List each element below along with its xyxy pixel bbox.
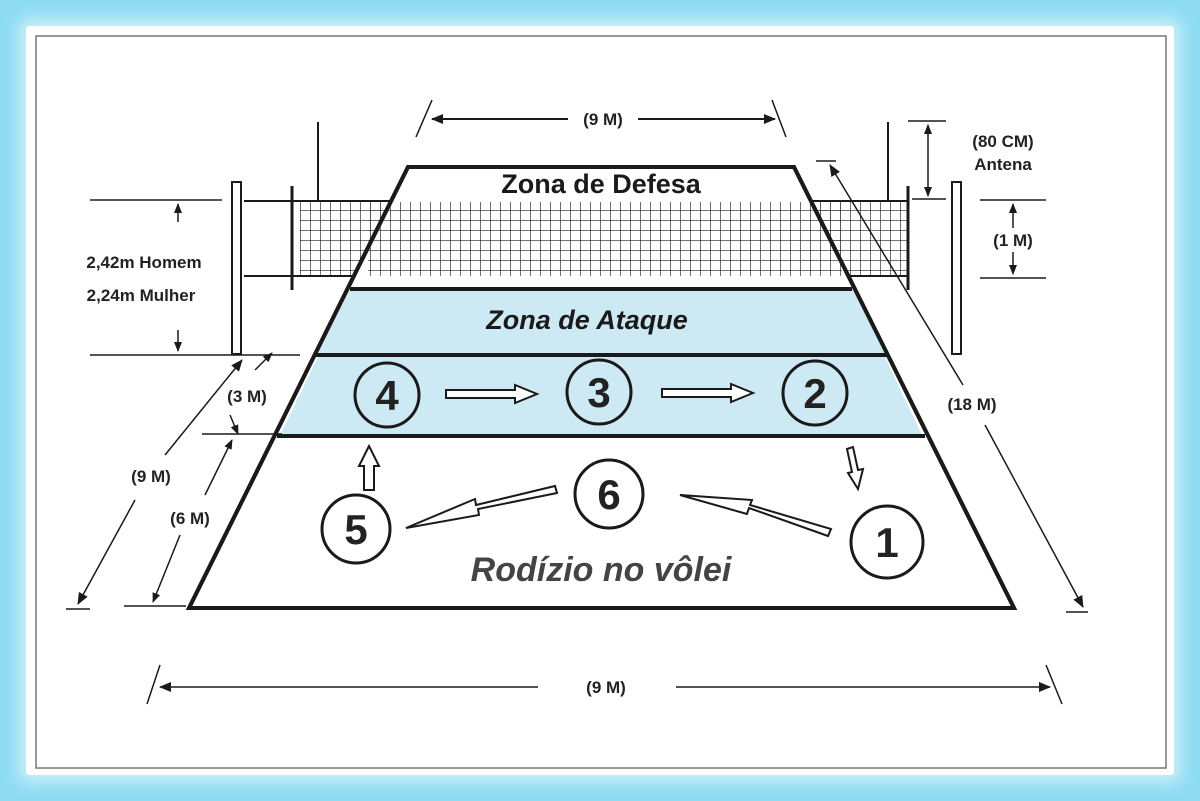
arrow-1-to-6 (679, 494, 833, 538)
net-band-label: (1 M) (993, 231, 1033, 250)
net-band-dimension: (1 M) (980, 199, 1046, 279)
attack-zone-dimension: (3 M) (202, 352, 282, 435)
position-3: 3 (565, 358, 633, 426)
back-zone-length-label: (6 M) (170, 509, 210, 528)
rotation-title: Rodízio no vôlei (471, 551, 733, 589)
attack-zone-band (318, 289, 885, 353)
court (185, 165, 1018, 610)
left-post (231, 181, 242, 355)
position-5: 5 (320, 493, 392, 565)
arrow-5-to-4 (357, 443, 381, 491)
position-1: 1 (849, 504, 925, 580)
court-length-label: (18 M) (947, 395, 996, 414)
position-1-label: 1 (875, 519, 898, 566)
position-4-label: 4 (375, 372, 399, 419)
court-length-dimension: (18 M) (816, 160, 1088, 613)
position-5-label: 5 (344, 506, 367, 553)
attack-zone-length-label: (3 M) (227, 387, 267, 406)
top-width-dimension: (9 M) (415, 99, 787, 138)
arrow-2-to-1 (845, 445, 865, 492)
net-height-women-label: 2,24m Mulher (87, 286, 196, 305)
defense-zone-label: Zona de Defesa (501, 169, 702, 199)
position-4: 4 (353, 361, 421, 429)
half-court-label: (9 M) (131, 467, 171, 486)
front-zone-band (280, 357, 922, 435)
antenna-height-label: (80 CM) (972, 132, 1033, 151)
antenna-label: Antena (974, 155, 1032, 174)
top-width-label: (9 M) (583, 110, 623, 129)
position-2: 2 (781, 359, 849, 427)
back-zone-dimension: (6 M) (124, 439, 233, 607)
arrow-3-to-2 (661, 382, 756, 404)
position-2-label: 2 (803, 370, 826, 417)
right-post (951, 181, 962, 355)
position-6: 6 (573, 458, 645, 530)
bottom-width-label: (9 M) (586, 678, 626, 697)
attack-zone-label: Zona de Ataque (485, 305, 688, 335)
arrow-6-to-5 (405, 484, 559, 529)
antenna-dimension: (80 CM) Antena (908, 120, 1034, 200)
position-6-label: 6 (597, 471, 620, 518)
position-3-label: 3 (587, 369, 610, 416)
panel-border (35, 35, 1167, 769)
arrow-4-to-3 (445, 383, 540, 405)
net-height-dimension: 2,42m Homem 2,24m Mulher (86, 199, 300, 356)
bottom-width-dimension: (9 M) (146, 664, 1063, 705)
net-height-men-label: 2,42m Homem (86, 253, 201, 272)
half-court-dimension: (9 M) (66, 359, 243, 610)
